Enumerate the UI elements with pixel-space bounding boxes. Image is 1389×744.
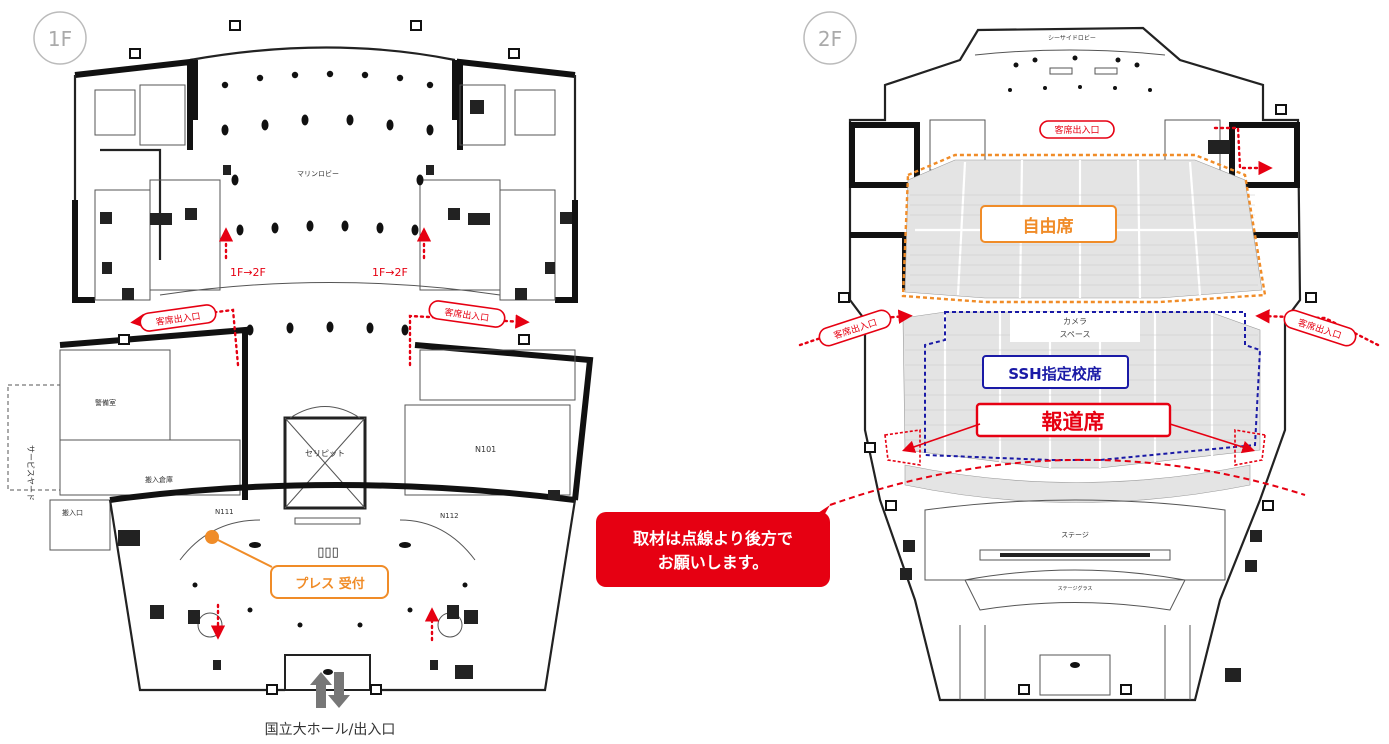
camera-space-line2: スペース [1059,330,1090,339]
room-n112: N112 [440,512,459,520]
entrance-pill-right-2f: 客席出入口 [1283,309,1357,347]
room-n111: N111 [215,508,234,516]
emergency-exit-icon [838,104,1317,695]
room-hannyu-soko: 搬入倉庫 [145,475,173,484]
notice-callout: 取材は点線より後方で お願いします。 [596,505,830,587]
free-seats-label: 自由席 [1023,216,1074,237]
entrance-pill-left: 客席出入口 [139,304,217,332]
room-hannyu-guchi: 搬入口 [62,508,83,517]
seaside-lobby-label: シーサイドロビー [1048,34,1096,42]
restroom-icon [900,140,1262,682]
room-service-yard: サービスヤード [26,445,35,501]
ssh-seats-box [982,355,1129,389]
entrance-pill-top: 客席出入口 [1039,120,1115,139]
camera-space-line1: カメラ [1063,317,1087,326]
free-seats-box [980,205,1117,243]
room-keibi: 警備室 [95,398,116,407]
floor1-badge-label: 1F [48,27,72,51]
stage-label: ステージ [1061,531,1089,539]
notice-line2: お願いします。 [658,553,768,572]
notice-line1: 取材は点線より後方で [633,529,793,548]
restroom-icon [102,213,555,679]
svg-text:客席出入口: 客席出入口 [1054,124,1099,136]
ssh-seats-label: SSH指定校席 [1008,365,1102,383]
press-limit-line [829,458,1306,506]
emergency-exit-icon [118,20,530,695]
elevator-icon [118,100,560,624]
press-seats-label: 報道席 [1042,410,1105,434]
stair-left-label: 1F→2F [230,266,266,279]
phone-icon [213,165,438,670]
entrance-pill-right: 客席出入口 [428,300,506,328]
floor2-badge-label: 2F [818,27,842,51]
marine-lobby-label: マリンロビー [297,169,339,178]
foyer-glyph: ▯▯▯ [317,545,338,560]
main-entrance-label: 国立大ホール/出入口 [265,722,396,738]
entrance-pill-left-2f: 客席出入口 [818,309,892,347]
floor2-plan: 2F シーサイドロビー 自由席 [798,11,1380,702]
up-arrow-icon [310,672,332,708]
floor1-plan: 1F 警備室 搬入倉庫 サービスヤード 搬入口 [7,11,594,738]
stair-right-label: 1F→2F [372,266,408,279]
floor1-badge [33,11,87,65]
press-seats-box [975,402,1172,438]
press-reception-label: プレス 受付 [295,576,365,592]
stage-sub-label: ステージグラス [1058,585,1093,592]
room-n101: N101 [475,445,496,454]
room-serepito: セリピット [305,449,345,458]
press-reception-box [270,565,389,599]
floor2-badge [803,11,857,65]
wheelchair-icon [100,208,572,224]
down-arrow-icon [328,672,350,708]
